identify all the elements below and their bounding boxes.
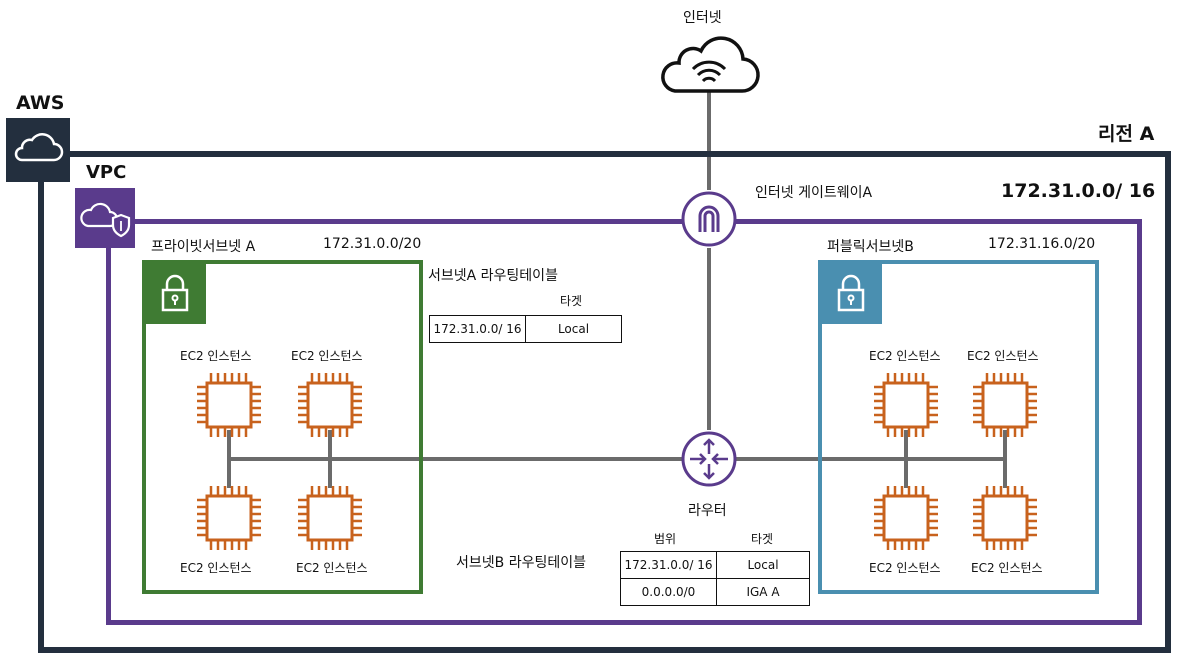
igw-label: 인터넷 게이트웨이A (755, 185, 873, 201)
aws-label: AWS (16, 92, 65, 114)
ec2-label: EC2 인스턴스 (180, 561, 252, 575)
router-icon (680, 430, 738, 488)
private-subnet-lock-icon (144, 262, 206, 324)
table-row: 172.31.0.0/ 16 Local (429, 315, 622, 343)
public-subnet-lock-icon (820, 262, 882, 324)
route-target: Local (525, 315, 622, 343)
internet-gateway-icon (680, 190, 738, 248)
ec2-label: EC2 인스턴스 (869, 349, 941, 363)
private-subnet-boundary (142, 260, 423, 594)
region-label: 리전 A (1098, 123, 1155, 145)
vpc-shield-icon (75, 188, 135, 248)
route-table-a-title: 서브넷A 라우팅테이블 (428, 268, 558, 284)
ec2-label: EC2 인스턴스 (296, 561, 368, 575)
route-destination: 172.31.0.0/ 16 (429, 315, 526, 343)
region-boundary (38, 151, 1171, 653)
route-destination: 0.0.0.0/0 (620, 578, 717, 606)
route-table-b: 172.31.0.0/ 16 Local 0.0.0.0/0 IGA A (620, 551, 810, 606)
ec2-instance-icon (294, 482, 366, 554)
ec2-label: EC2 인스턴스 (967, 349, 1039, 363)
ec2-instance-icon (294, 369, 366, 441)
ec2-instance-icon (870, 482, 942, 554)
route-table-b-range-header: 범위 (654, 532, 677, 546)
ec2-instance-icon (969, 369, 1041, 441)
vpc-label: VPC (86, 162, 127, 183)
ec2-instance-icon (193, 482, 265, 554)
public-subnet-cidr: 172.31.16.0/20 (988, 236, 1096, 252)
table-row: 172.31.0.0/ 16 Local (620, 551, 810, 579)
internet-cloud-icon (657, 33, 761, 95)
route-table-a-target-header: 타겟 (560, 294, 583, 308)
aws-cloud-icon (6, 118, 70, 182)
router-label: 라우터 (688, 503, 727, 519)
internet-label: 인터넷 (683, 10, 722, 26)
ec2-label: EC2 인스턴스 (180, 349, 252, 363)
table-row: 0.0.0.0/0 IGA A (620, 578, 810, 606)
route-table-b-target-header: 타겟 (751, 532, 774, 546)
ec2-instance-icon (870, 369, 942, 441)
route-target: Local (716, 551, 810, 579)
ec2-instance-icon (193, 369, 265, 441)
route-destination: 172.31.0.0/ 16 (620, 551, 717, 579)
route-table-b-title: 서브넷B 라우팅테이블 (456, 555, 586, 571)
public-subnet-name: 퍼블릭서브넷B (827, 239, 914, 255)
private-subnet-cidr: 172.31.0.0/20 (323, 236, 422, 252)
ec2-label: EC2 인스턴스 (971, 561, 1043, 575)
ec2-label: EC2 인스턴스 (869, 561, 941, 575)
private-subnet-name: 프라이빗서브넷 A (151, 239, 256, 255)
vpc-cidr-label: 172.31.0.0/ 16 (1001, 180, 1156, 202)
route-table-a: 172.31.0.0/ 16 Local (429, 315, 622, 343)
ec2-instance-icon (969, 482, 1041, 554)
vpc-boundary (106, 219, 1142, 625)
ec2-label: EC2 인스턴스 (291, 349, 363, 363)
route-target: IGA A (716, 578, 810, 606)
public-subnet-boundary (818, 260, 1099, 594)
